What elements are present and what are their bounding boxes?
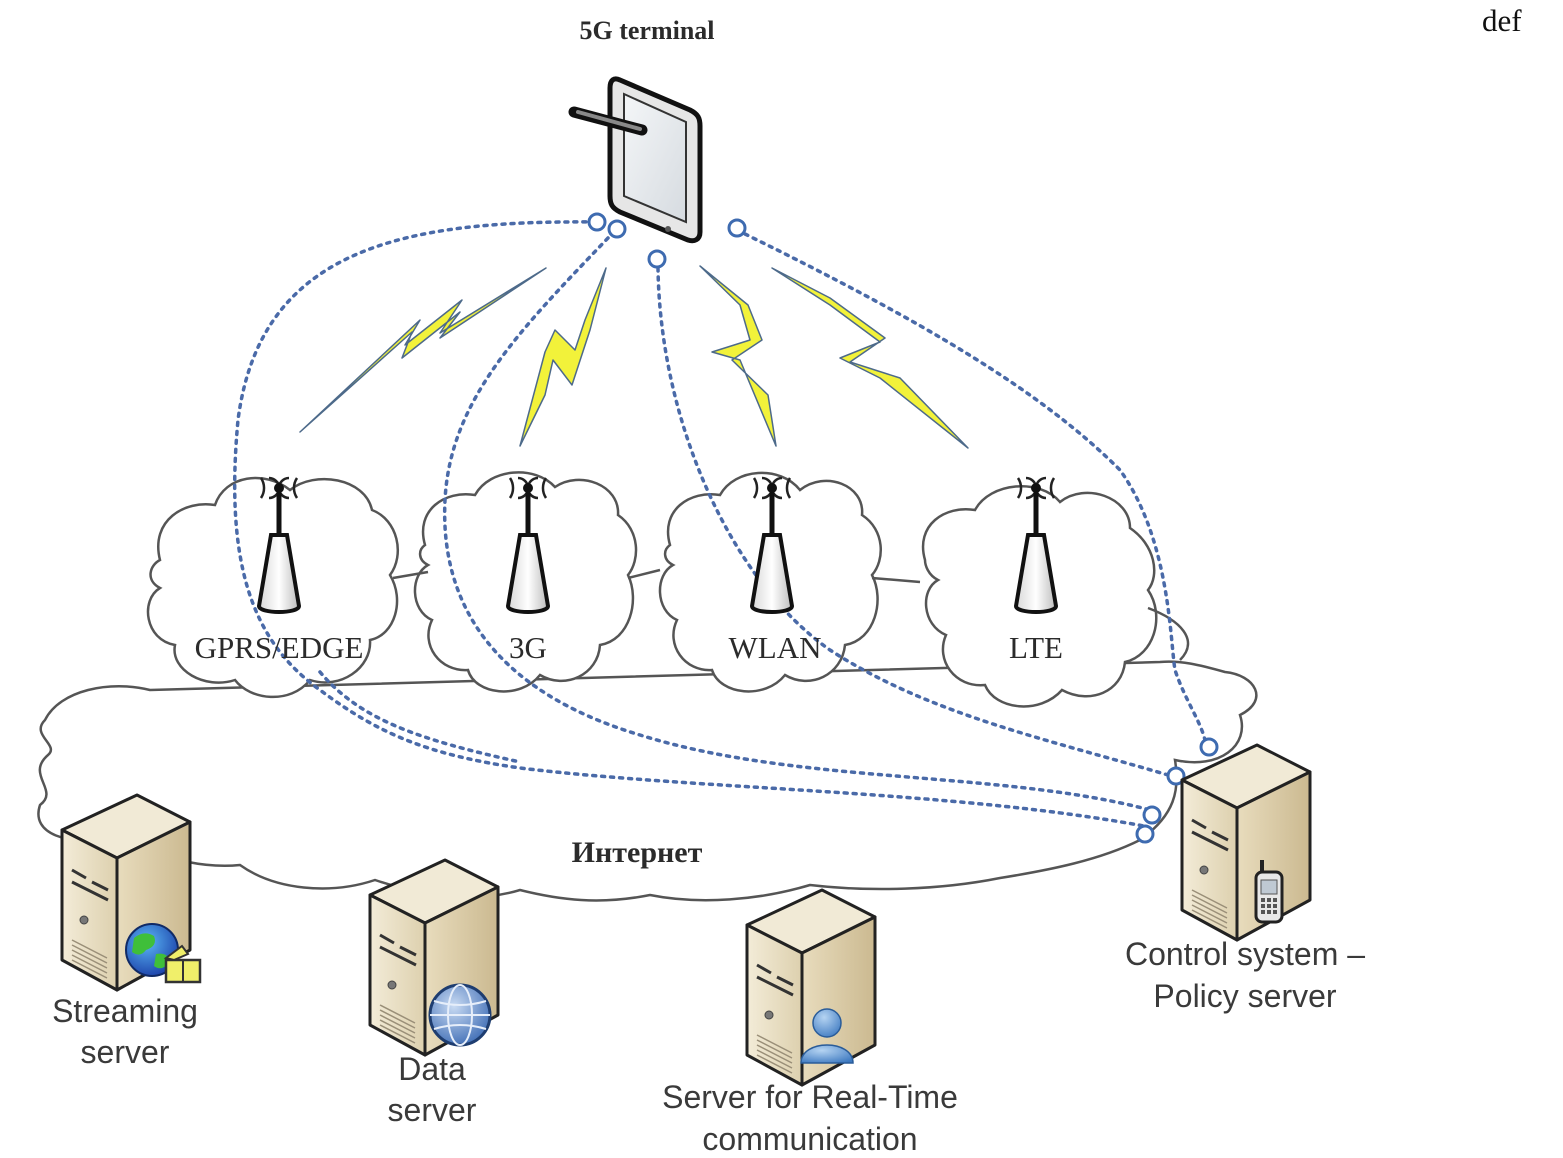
globe-film-icon (125, 923, 202, 984)
logical-links (232, 220, 1207, 828)
server-policy: Control system – Policy server (1125, 743, 1365, 1014)
access-network-label: WLAN (729, 630, 822, 665)
side-text-line: def (1482, 3, 1522, 38)
server-tower-icon (1180, 743, 1312, 942)
server-label-line1: Server for Real-Time (662, 1079, 958, 1115)
terminal-label: 5G terminal (579, 16, 714, 45)
access-network-gprs: GPRS/EDGE (195, 476, 364, 665)
server-label-line2: server (388, 1092, 477, 1128)
antenna-tower-icon (256, 476, 302, 614)
radio-beams (299, 265, 969, 449)
user-icon (800, 1008, 854, 1064)
globe-icon (428, 983, 492, 1047)
server-streaming: Streaming server (52, 793, 202, 1070)
tablet-icon (568, 76, 703, 244)
beam-wlan (699, 265, 777, 447)
server-label-line1: Control system – (1125, 936, 1365, 972)
server-label-line1: Data (398, 1051, 466, 1087)
antenna-tower-icon (749, 476, 795, 614)
access-network-wlan: WLAN (729, 476, 822, 665)
access-network-lte: LTE (1009, 476, 1063, 665)
server-label-line2: server (81, 1034, 170, 1070)
server-realtime: Server for Real-Time communication (662, 888, 958, 1157)
mobile-phone-icon (1254, 860, 1284, 924)
access-network-3g: 3G (505, 476, 551, 665)
access-network-label: GPRS/EDGE (195, 630, 364, 665)
beam-3g (519, 267, 607, 447)
server-label-line2: communication (702, 1121, 917, 1157)
access-network-label: LTE (1009, 630, 1063, 665)
beam-gprs (299, 267, 547, 433)
access-network-label: 3G (509, 630, 547, 665)
beam-lte (771, 267, 969, 449)
adjacent-page-text-fragment: defnevcarlevteclaystain tenaappcorpacapp… (1482, 0, 1563, 43)
server-label-line2: Policy server (1153, 978, 1337, 1014)
internet-label: Интернет (572, 836, 703, 869)
server-label-line1: Streaming (52, 993, 198, 1029)
server-tower-icon (745, 888, 877, 1087)
server-data: Data server (368, 858, 500, 1128)
antenna-tower-icon (1013, 476, 1059, 614)
link-ports (587, 212, 1219, 844)
5g-terminal: 5G terminal (568, 16, 715, 244)
antenna-tower-icon (505, 476, 551, 614)
